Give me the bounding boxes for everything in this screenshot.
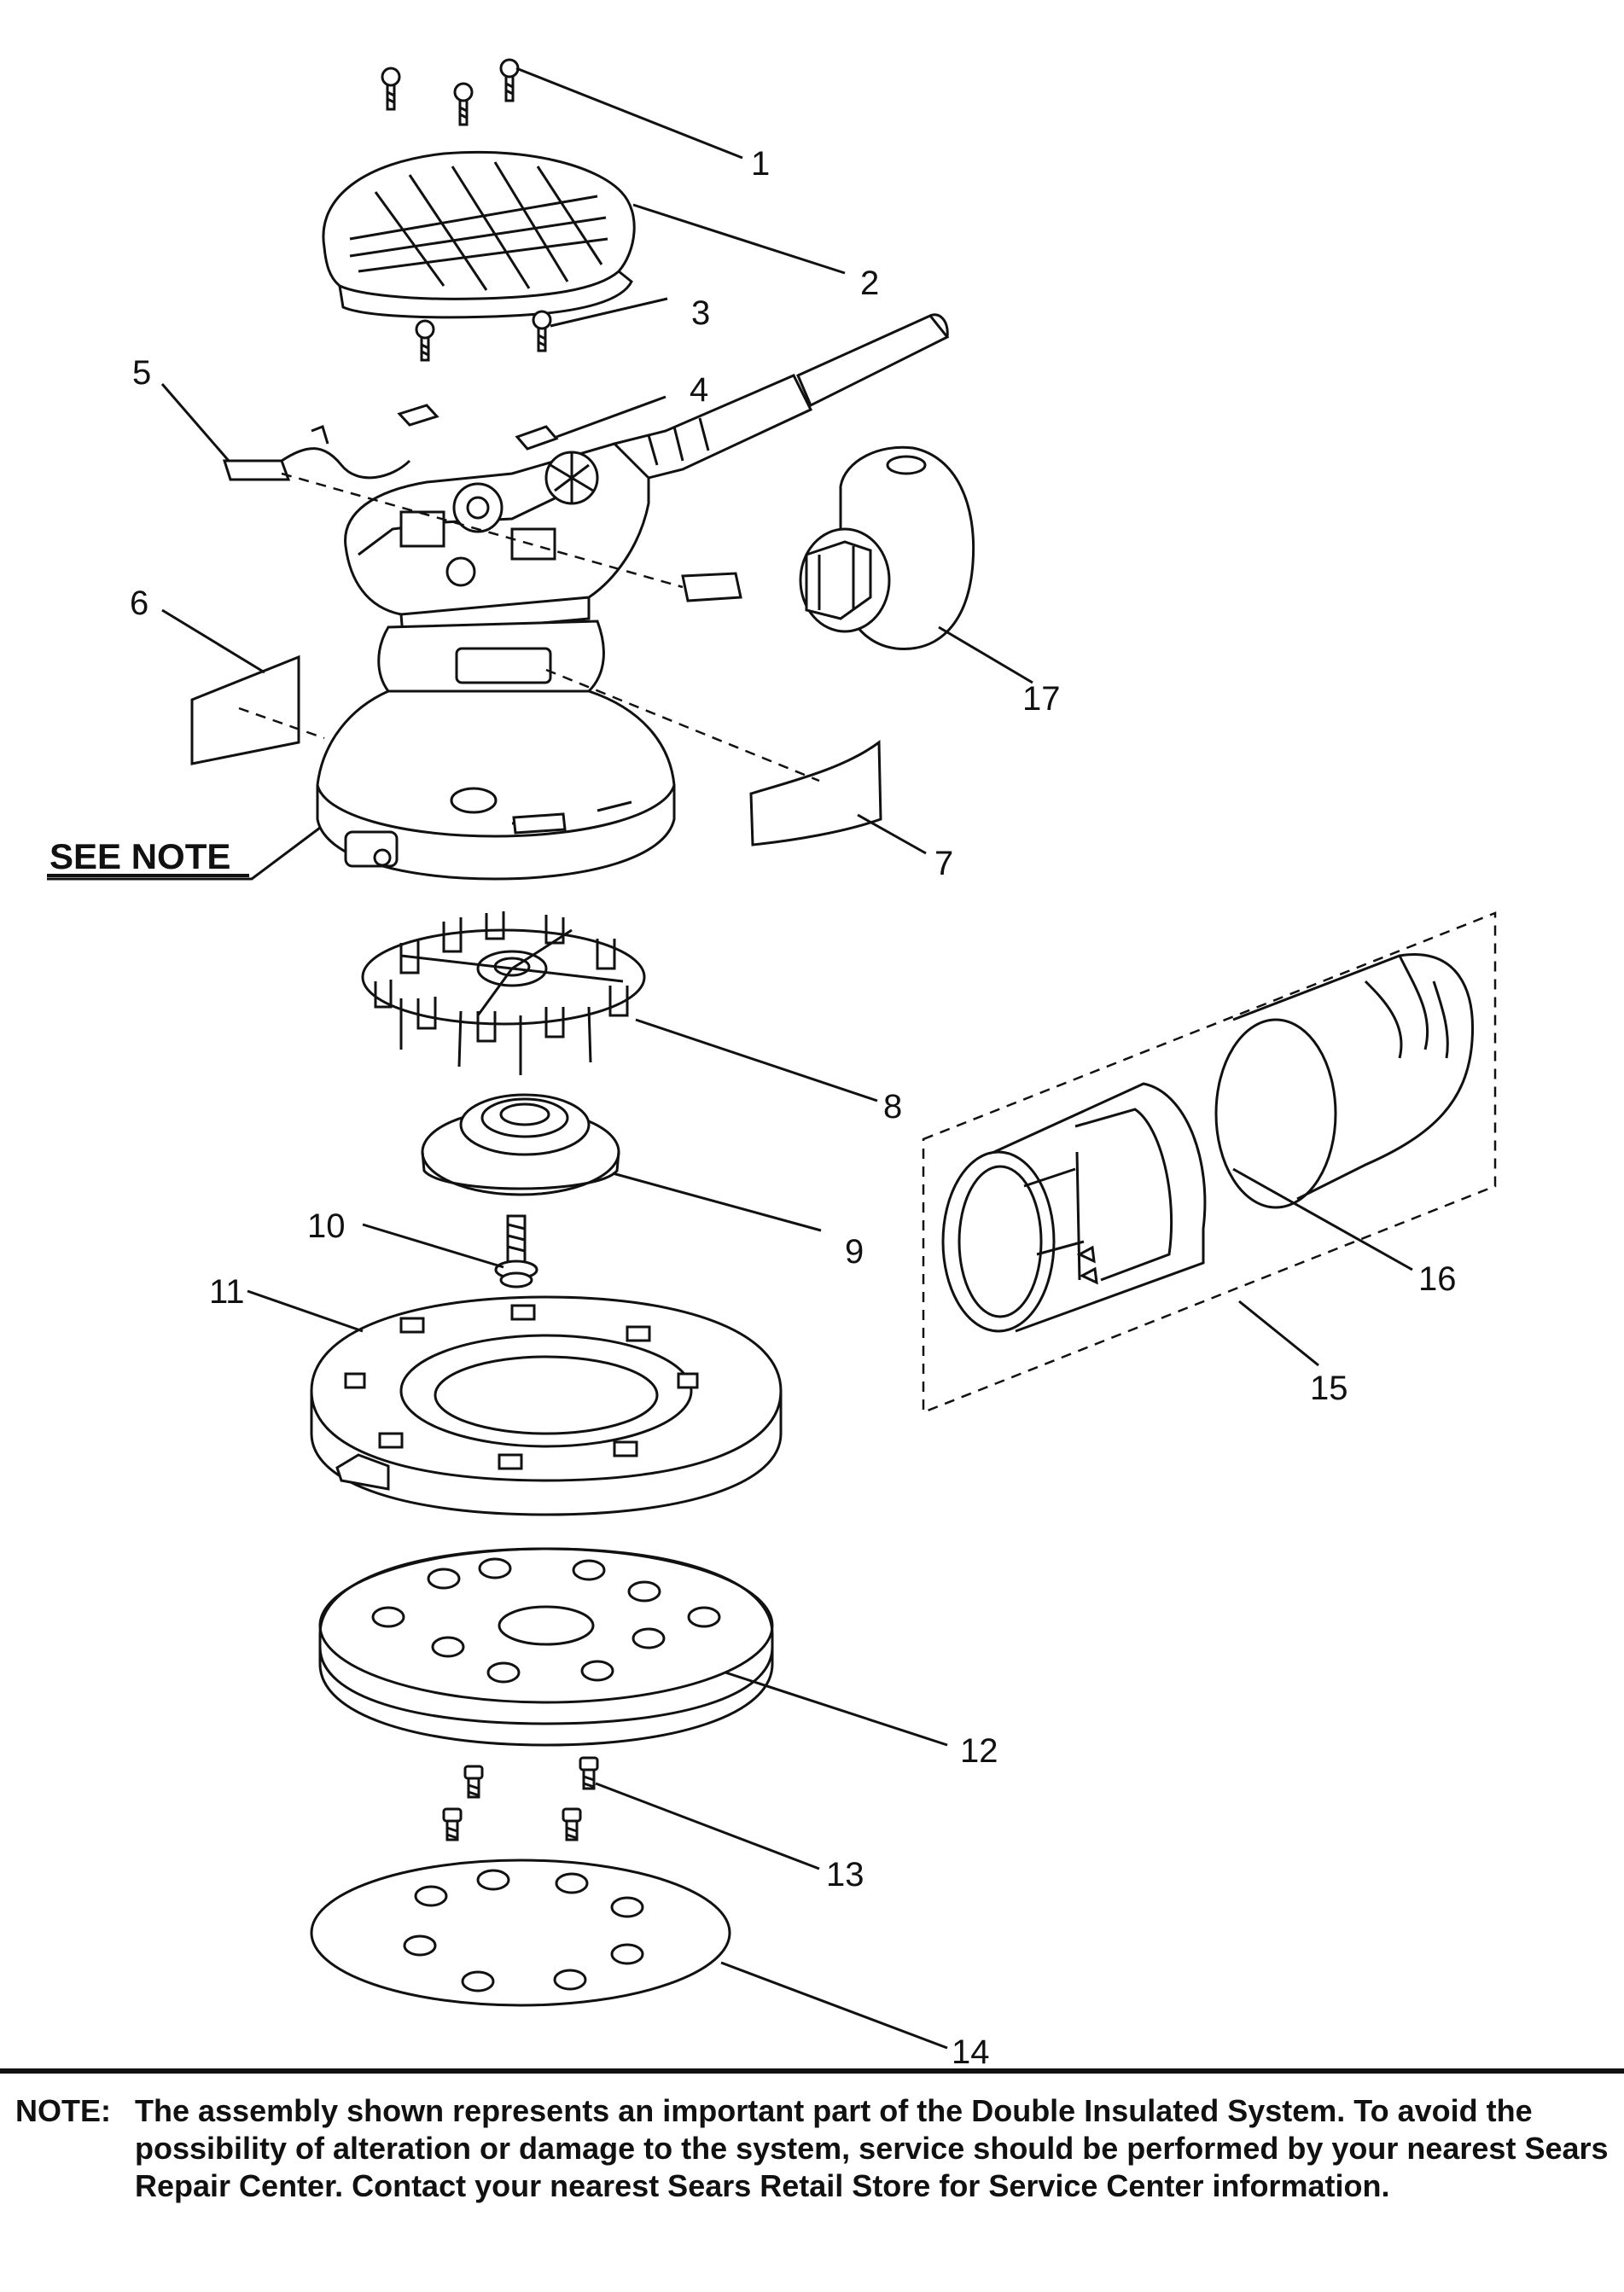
callout-12: 12 — [960, 1732, 998, 1770]
part-10-screw — [494, 1214, 538, 1289]
callout-5: 5 — [132, 354, 151, 392]
see-note-label: SEE NOTE — [49, 836, 230, 876]
part-4-clamps — [397, 404, 559, 451]
callout-17: 17 — [1022, 680, 1061, 718]
part-8-fan — [361, 911, 646, 1075]
callout-4: 4 — [690, 371, 708, 409]
callout-14: 14 — [952, 2033, 990, 2065]
note-text: The assembly shown represents an importa… — [135, 2093, 1609, 2203]
leader-lines — [47, 67, 1413, 2050]
note-block: NOTE: The assembly shown represents an i… — [15, 2092, 1611, 2205]
callout-8: 8 — [883, 1088, 902, 1126]
exploded-parts-diagram: 1 2 3 4 5 6 7 8 9 10 11 12 13 14 15 16 1… — [47, 58, 1497, 2065]
part-11-pad-base — [310, 1295, 783, 1516]
callout-7: 7 — [934, 845, 953, 882]
callout-9: 9 — [845, 1233, 864, 1271]
part-16-bag — [1214, 953, 1475, 1209]
part-7-label — [749, 740, 882, 846]
part-12-sanding-pad — [318, 1547, 774, 1747]
callout-13: 13 — [826, 1856, 864, 1894]
part-3-screws — [415, 310, 552, 362]
part-15-dust-bag-assembly — [922, 911, 1497, 1414]
callout-15: 15 — [1310, 1370, 1348, 1407]
callout-11: 11 — [209, 1273, 245, 1311]
callout-1: 1 — [751, 145, 770, 183]
note-divider — [0, 2068, 1624, 2074]
part-9-bearing-housing — [421, 1093, 620, 1196]
callout-numbers: 1 2 3 4 5 6 7 8 9 10 11 12 13 14 15 16 1… — [130, 145, 1457, 2065]
part-2-top-cover — [322, 150, 636, 319]
callout-2: 2 — [860, 265, 879, 302]
callout-16: 16 — [1418, 1260, 1457, 1298]
part-13-screws — [442, 1756, 599, 1841]
note-label: NOTE: — [15, 2093, 111, 2128]
alignment-lines — [238, 472, 820, 782]
part-14-sanding-disc — [310, 1859, 731, 2007]
motor-housing — [316, 313, 950, 881]
part-5-brushes — [222, 425, 742, 602]
callout-10: 10 — [307, 1207, 346, 1245]
callout-6: 6 — [130, 585, 148, 622]
part-1-screws — [381, 58, 520, 126]
part-17-dust-adapter — [799, 445, 975, 650]
callout-3: 3 — [691, 294, 710, 332]
